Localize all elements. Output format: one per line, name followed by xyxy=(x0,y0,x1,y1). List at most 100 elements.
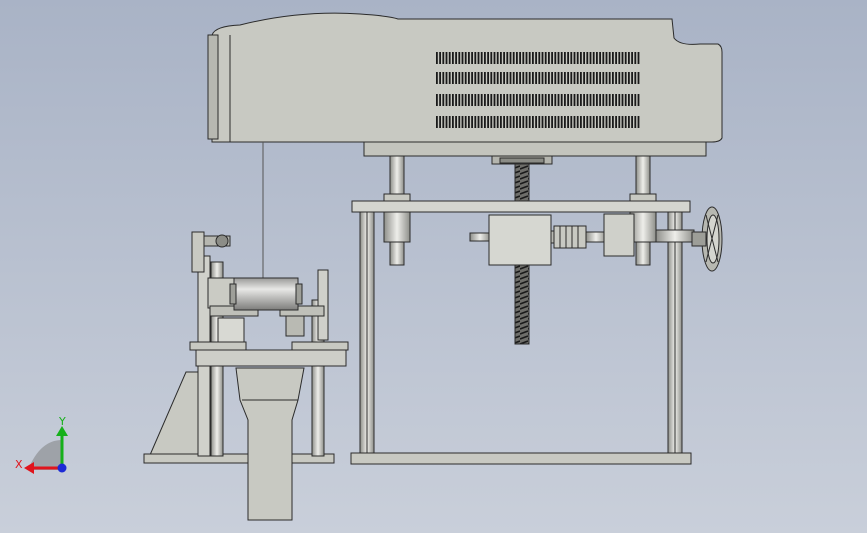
vent-slot xyxy=(560,94,563,106)
vent-slot xyxy=(496,94,499,106)
vent-slot xyxy=(592,116,595,128)
vent-slot xyxy=(573,72,576,84)
vent-slot xyxy=(586,116,589,128)
vent-slot xyxy=(500,94,502,106)
vent-row xyxy=(436,52,640,64)
vent-slot xyxy=(439,94,441,106)
vent-slot xyxy=(583,94,585,106)
triad-base-cone xyxy=(28,440,62,470)
vent-slot xyxy=(532,116,534,128)
vent-row xyxy=(436,116,640,128)
side-assembly[interactable] xyxy=(143,231,349,464)
vent-slot xyxy=(512,72,515,84)
vent-slot xyxy=(631,52,633,64)
vent-slot xyxy=(615,72,617,84)
vent-slot xyxy=(608,94,611,106)
coupling[interactable] xyxy=(553,225,607,249)
vent-slot xyxy=(522,72,525,84)
vent-slot xyxy=(516,52,518,64)
vent-slot xyxy=(474,72,477,84)
support-frame[interactable] xyxy=(350,200,692,465)
motor[interactable] xyxy=(229,277,303,311)
x-axis-label: X xyxy=(15,458,23,471)
gearbox[interactable] xyxy=(469,214,564,266)
z-axis-dot xyxy=(57,463,67,473)
vent-slot xyxy=(637,94,640,106)
vent-slot xyxy=(605,116,608,128)
vent-slot xyxy=(554,72,557,84)
y-axis-arrowhead xyxy=(56,426,68,436)
vent-slot xyxy=(583,116,585,128)
vent-slot xyxy=(576,52,579,64)
vent-slot xyxy=(442,116,445,128)
vent-slot xyxy=(535,72,537,84)
vent-slot xyxy=(525,52,528,64)
vent-slot xyxy=(452,94,454,106)
vent-slot xyxy=(564,72,566,84)
vent-slot xyxy=(528,116,531,128)
vent-slot xyxy=(554,116,557,128)
handwheel[interactable] xyxy=(691,206,723,272)
vent-slot xyxy=(586,72,589,84)
vent-slot xyxy=(541,72,544,84)
vent-slot xyxy=(519,94,521,106)
vent-slot xyxy=(519,52,521,64)
vent-slot xyxy=(557,116,560,128)
vent-slot xyxy=(564,52,566,64)
vent-slot xyxy=(448,52,451,64)
vent-slot xyxy=(602,52,605,64)
vent-slot xyxy=(592,72,595,84)
vent-slot xyxy=(557,94,560,106)
vent-slot xyxy=(548,116,550,128)
vent-slot xyxy=(474,52,477,64)
vent-slot xyxy=(538,94,541,106)
vent-slot xyxy=(480,94,483,106)
vent-slot xyxy=(570,52,573,64)
vent-slot xyxy=(589,52,592,64)
vent-slot xyxy=(490,116,493,128)
vent-slot xyxy=(455,72,457,84)
machine-housing[interactable] xyxy=(207,12,723,157)
vent-slot xyxy=(455,52,457,64)
vent-slot xyxy=(448,72,451,84)
x-axis-arrowhead xyxy=(24,462,34,474)
vent-slot xyxy=(621,94,624,106)
vent-slot xyxy=(615,94,617,106)
vent-slot xyxy=(580,52,582,64)
vent-slot xyxy=(477,94,480,106)
vent-slot xyxy=(480,116,483,128)
vent-slot xyxy=(631,94,633,106)
vent-slot xyxy=(624,94,627,106)
vent-slot xyxy=(436,52,438,64)
vent-slot xyxy=(576,72,579,84)
vent-slot xyxy=(551,94,553,106)
vent-slot xyxy=(458,94,461,106)
vent-slot xyxy=(503,72,505,84)
vent-slot xyxy=(500,72,502,84)
lead-screw[interactable] xyxy=(491,155,553,345)
vent-slot xyxy=(468,116,470,128)
vent-slot xyxy=(445,94,448,106)
vent-slot xyxy=(560,116,563,128)
vent-slot xyxy=(570,116,573,128)
vent-slot xyxy=(634,116,637,128)
vent-slot xyxy=(567,116,569,128)
vent-slot xyxy=(557,72,560,84)
vent-slot xyxy=(608,52,611,64)
vent-slot xyxy=(442,72,445,84)
vent-slot xyxy=(618,52,621,64)
vent-slot xyxy=(551,116,553,128)
vent-slot xyxy=(628,94,630,106)
vent-slot xyxy=(503,116,505,128)
vent-slot xyxy=(477,52,480,64)
vent-slot xyxy=(580,72,582,84)
chute[interactable] xyxy=(235,367,305,521)
vent-slot xyxy=(474,94,477,106)
vent-slot xyxy=(624,52,627,64)
vent-slot xyxy=(544,116,547,128)
vent-slot xyxy=(618,72,621,84)
vent-slot xyxy=(493,94,496,106)
vent-slot xyxy=(551,52,553,64)
